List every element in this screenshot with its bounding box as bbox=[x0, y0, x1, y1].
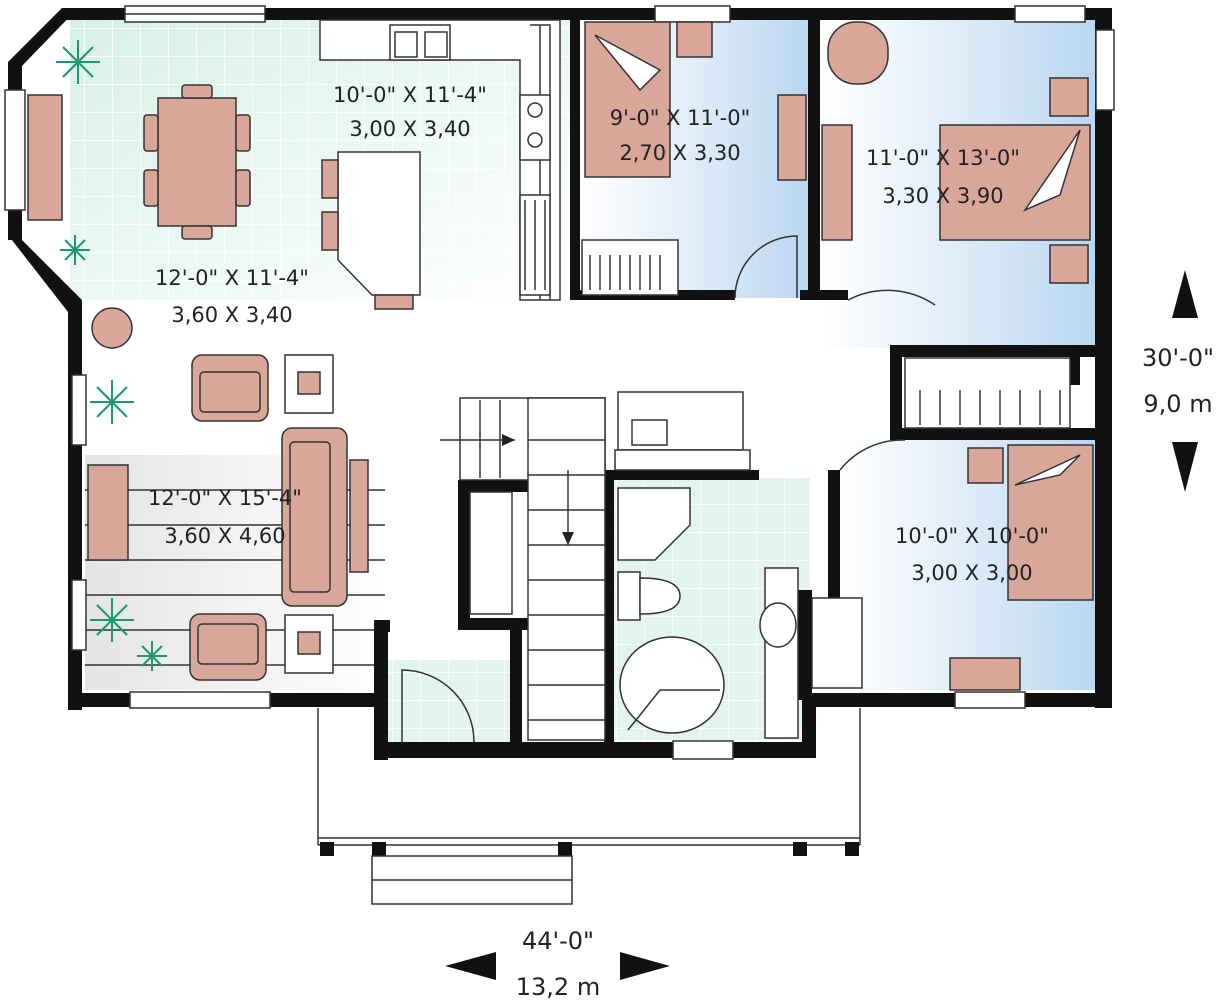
living-size-metric: 3,60 X 4,60 bbox=[164, 524, 285, 548]
kitchen-size-metric: 3,00 X 3,40 bbox=[349, 117, 470, 141]
porch bbox=[317, 708, 861, 905]
dining-table bbox=[27, 84, 251, 240]
bedroom-third-size-imperial: 10'-0" X 10'-0" bbox=[895, 524, 1049, 548]
room-labels: 10'-0" X 11'-4" 3,00 X 3,40 12'-0" X 11'… bbox=[148, 83, 1049, 585]
width-imperial: 44'-0" bbox=[522, 927, 594, 955]
arrow-right-icon bbox=[620, 952, 670, 980]
depth-imperial: 30'-0" bbox=[1142, 344, 1214, 372]
arrow-up-icon bbox=[1172, 270, 1198, 318]
arrow-down-icon bbox=[1172, 442, 1198, 492]
living-size-imperial: 12'-0" X 15'-4" bbox=[148, 486, 302, 510]
dining-size-metric: 3,60 X 3,40 bbox=[171, 303, 292, 327]
kitchen-size-imperial: 10'-0" X 11'-4" bbox=[333, 83, 487, 107]
bedroom-third-size-metric: 3,00 X 3,00 bbox=[911, 561, 1032, 585]
width-dimension: 44'-0" 13,2 m bbox=[445, 927, 670, 1001]
width-metric: 13,2 m bbox=[516, 973, 600, 1001]
bedroom-master-furniture bbox=[821, 21, 1091, 429]
depth-dimension: 30'-0" 9,0 m bbox=[1142, 270, 1214, 492]
plants bbox=[56, 40, 167, 671]
bedroom-third-furniture bbox=[839, 439, 1094, 691]
bedroom-master-size-imperial: 11'-0" X 13'-0" bbox=[866, 146, 1020, 170]
depth-metric: 9,0 m bbox=[1143, 390, 1212, 418]
bathroom-fixtures bbox=[614, 391, 863, 739]
kitchen-counters bbox=[319, 19, 561, 310]
stairs bbox=[440, 397, 606, 741]
bedroom-small-size-imperial: 9'-0" X 11'-0" bbox=[610, 106, 751, 130]
living-furniture bbox=[87, 307, 369, 681]
entry-door bbox=[401, 669, 475, 743]
dining-size-imperial: 12'-0" X 11'-4" bbox=[155, 266, 309, 290]
bedroom-master-size-metric: 3,30 X 3,90 bbox=[882, 184, 1003, 208]
arrow-left-icon bbox=[445, 952, 496, 980]
bedroom-small-furniture bbox=[581, 21, 807, 299]
bedroom-small-size-metric: 2,70 X 3,30 bbox=[619, 141, 740, 165]
windows bbox=[4, 5, 1115, 760]
